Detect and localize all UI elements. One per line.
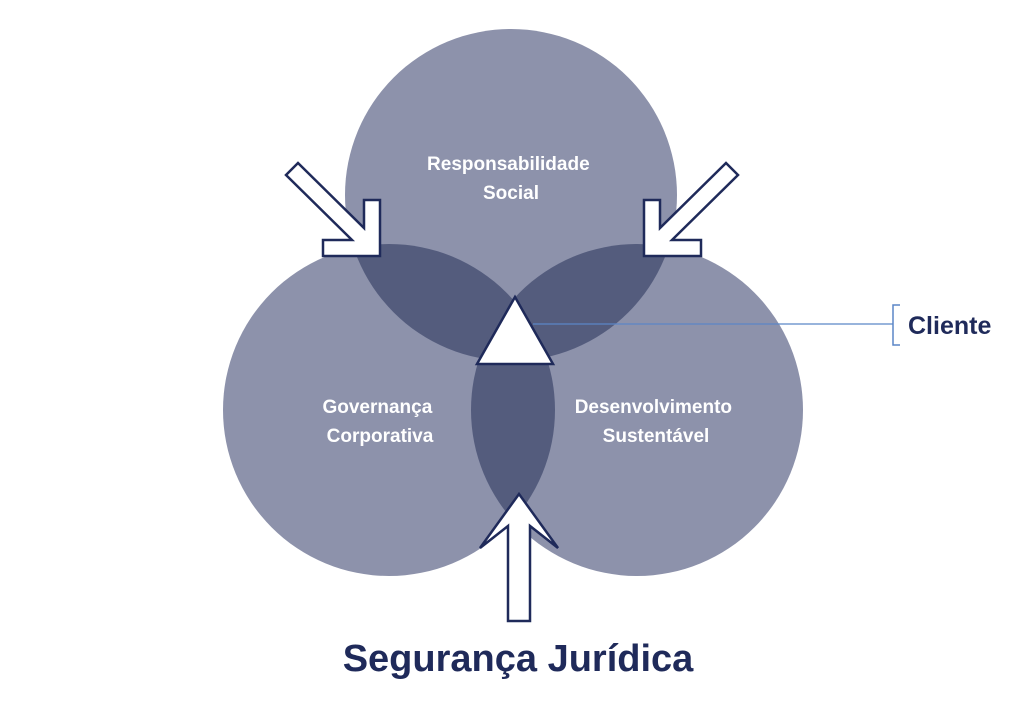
overlap-top-left xyxy=(345,244,555,361)
label-line: Corporativa xyxy=(327,426,434,447)
label-governanca-corporativa: Governança Corporativa xyxy=(322,397,437,447)
label-line: Sustentável xyxy=(603,426,710,447)
label-responsabilidade-social: Responsabilidade Social xyxy=(427,154,595,204)
label-desenvolvimento-sustentavel: Desenvolvimento Sustentável xyxy=(575,397,738,447)
label-line: Governança xyxy=(322,397,432,418)
center-triangle-icon xyxy=(474,294,556,366)
cliente-label: Cliente xyxy=(908,312,991,340)
arrow-down-right-icon xyxy=(284,161,382,258)
label-line: Desenvolvimento xyxy=(575,397,732,418)
cliente-bracket xyxy=(892,304,900,346)
arrow-up-icon xyxy=(478,491,560,623)
arrow-down-left-icon xyxy=(642,161,740,258)
label-line: Social xyxy=(483,183,539,204)
overlap-top-right xyxy=(471,244,677,361)
bottom-title: Segurança Jurídica xyxy=(343,638,694,680)
label-line: Responsabilidade xyxy=(427,154,590,175)
